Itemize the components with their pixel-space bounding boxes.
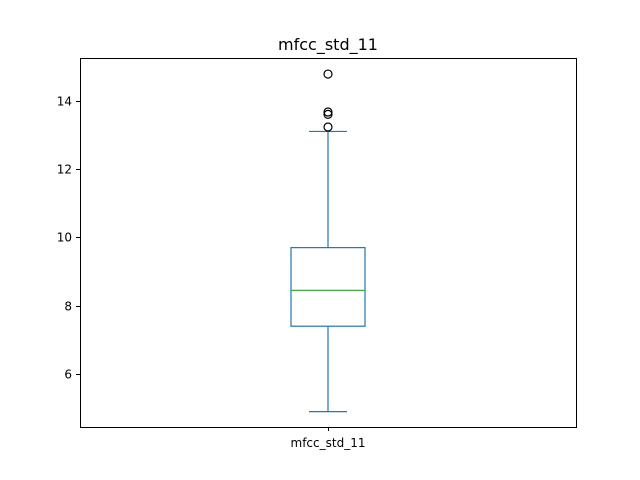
y-tick-label: 6	[64, 368, 72, 382]
y-tick-label: 12	[57, 163, 72, 177]
chart-title: mfcc_std_11	[278, 35, 378, 55]
y-tick-label: 8	[64, 300, 72, 314]
y-axis: 6 8 10 12 14	[57, 95, 80, 382]
outlier-point	[323, 109, 333, 119]
y-tick-label: 14	[57, 95, 72, 109]
x-axis: mfcc_std_11	[291, 427, 366, 450]
outlier-point	[323, 107, 333, 117]
box-plot	[290, 69, 366, 413]
iqr-box	[290, 247, 366, 327]
x-tick-label: mfcc_std_11	[291, 436, 366, 450]
outlier-point	[323, 122, 333, 132]
outlier-point	[323, 69, 333, 79]
y-tick-label: 10	[57, 231, 72, 245]
